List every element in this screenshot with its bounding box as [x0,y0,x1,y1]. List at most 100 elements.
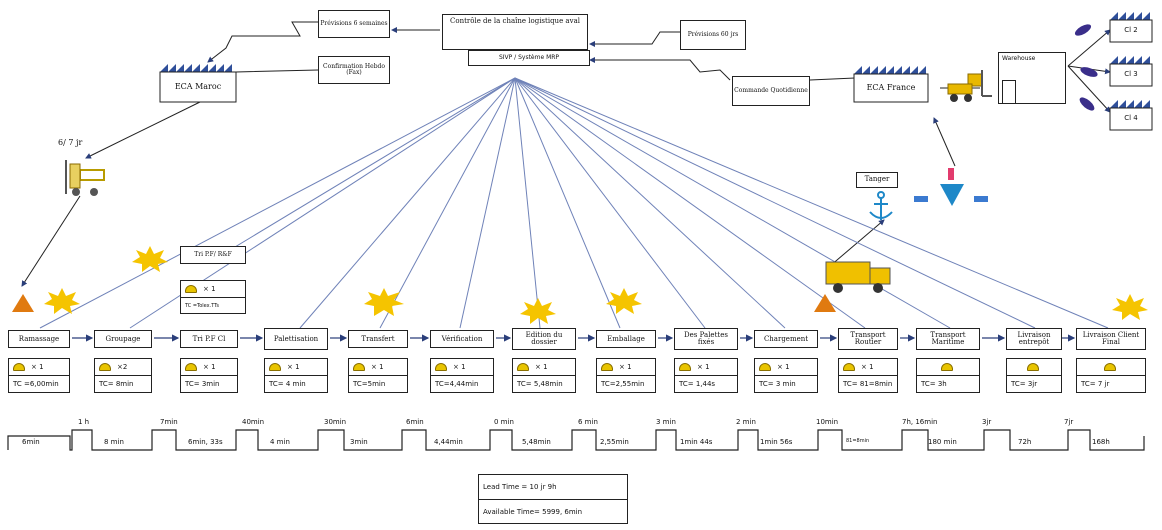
wait-time: 6 min [578,418,598,426]
client-factory-icon [1109,100,1153,131]
kaizen-burst-icon [44,288,80,314]
wait-time: 40min [242,418,265,426]
process-box: Tri P.F Cl [180,330,238,348]
tri-pf-box: Tri P.F/ R&F [180,246,246,264]
cycle-time-row: TC= 7 jr [1077,376,1145,392]
warehouse-door [1002,80,1016,104]
process-box: Des Palettes fixés [674,328,738,350]
operator-icon [353,363,365,371]
cycle-time: TC= 1,44s [679,380,716,388]
wait-time: 2 min [736,418,756,426]
wait-time: 7min [160,418,178,426]
process-time: 6min [22,438,40,446]
operator-icon [1104,363,1116,371]
cycle-time: TC= 4 min [269,380,306,388]
available-time: Available Time= 5999, 6min [483,508,583,516]
daily-order-box: Commande Quotidienne [732,76,810,106]
wait-time: 0 min [494,418,514,426]
operator-count: × 1 [203,285,216,293]
cycle-time-row: TC= 81=8min [839,376,897,392]
operator-row: ×2 [95,359,151,376]
operator-row: × 1 [597,359,655,376]
forklift-supplier-icon [65,160,105,196]
cycle-time-row: TC=5min [349,376,407,392]
erp-box: SIVP / Système MRP [468,50,590,66]
kaizen-burst-icon [606,288,642,314]
operator-row: × 1 [349,359,407,376]
cycle-time-row: TC=4,44min [431,376,493,392]
kaizen-burst-icon [520,298,556,324]
car-icon [1080,67,1098,77]
operator-icon [1027,363,1039,371]
operator-count: × 1 [777,363,790,371]
process-time: 168h [1092,438,1110,446]
process-box: Transport Maritime [916,328,980,350]
operator-icon [269,363,281,371]
process-time: 72h [1018,438,1032,446]
operator-row: × 1 [675,359,737,376]
cycle-time: TC= 3h [921,380,947,388]
operator-count: × 1 [203,363,216,371]
process-time: 1min 56s [760,438,793,446]
operator-count: × 1 [453,363,466,371]
process-box: Ramassage [8,330,70,348]
flow-confirmation [231,69,319,81]
operator-icon [941,363,953,371]
operator-count: × 1 [697,363,710,371]
supplier-label: ECA Maroc [174,81,222,91]
operator-row: × 1 [181,359,237,376]
cycle-time: TC= 3min [185,380,220,388]
customer-label: ECA France [866,82,916,92]
cycle-time-row: TC= 3jr [1007,376,1061,392]
operator-count: × 1 [31,363,44,371]
client-label: Cl 4 [1124,114,1138,123]
process-time: 81=8min [846,438,870,444]
confirmation-box: Confirmation Hebdo (Fax) [318,56,390,84]
cycle-time: TC=4,44min [435,380,479,388]
process-data-box: × 1 TC= 81=8min [838,358,898,393]
operator-row: × 1 [513,359,575,376]
kaizen-burst-icon [1112,294,1148,320]
process-time: 180 min [928,438,957,446]
inventory-triangle-icon [12,294,34,312]
truck-icon [825,261,891,293]
process-box: Livraison Client Final [1076,328,1146,350]
operator-icon [99,363,111,371]
process-data-box: × 1 TC=4,44min [430,358,494,393]
mrp-fan-lines [39,77,1109,329]
process-box: Vérification [430,330,494,348]
kaizen-burst-icon [132,246,168,272]
process-time: 6min, 33s [188,438,223,446]
cycle-time-row: TC= 3min [181,376,237,392]
process-data-box: × 1 TC= 1,44s [674,358,738,393]
client-label: Cl 3 [1124,70,1138,79]
process-data-box: TC= 3h [916,358,980,393]
process-box: Edition du dossier [512,328,576,350]
inventory-triangle-icon [814,294,836,312]
wait-time: 6min [406,418,424,426]
operator-icon [759,363,771,371]
flow-daily-2 [809,77,856,81]
cycle-time-row: TC= 8min [95,376,151,392]
wait-time: 10min [816,418,839,426]
car-icon [1074,24,1092,36]
cycle-time: TC=5min [353,380,386,388]
process-data-box: TC= 3jr [1006,358,1062,393]
operator-icon [185,363,197,371]
cycle-time-row: TC= 4 min [265,376,327,392]
operator-row [917,359,979,376]
cycle-time: TC= 3 min [759,380,796,388]
cycle-time: TC= 7 jr [1081,380,1110,388]
process-box: Groupage [94,330,152,348]
operator-row: × 1 [431,359,493,376]
cycle-time: TC= 5,48min [517,380,563,388]
process-box: Transport Routier [838,328,898,350]
forklift-icon [947,70,992,102]
process-box: Transfert [348,330,408,348]
operator-icon [601,363,613,371]
operator-icon [435,363,447,371]
operator-count: × 1 [861,363,874,371]
supplier-factory-icon [159,64,237,103]
operator-row: × 1 [265,359,327,376]
process-data-box: × 1 TC=5min [348,358,408,393]
